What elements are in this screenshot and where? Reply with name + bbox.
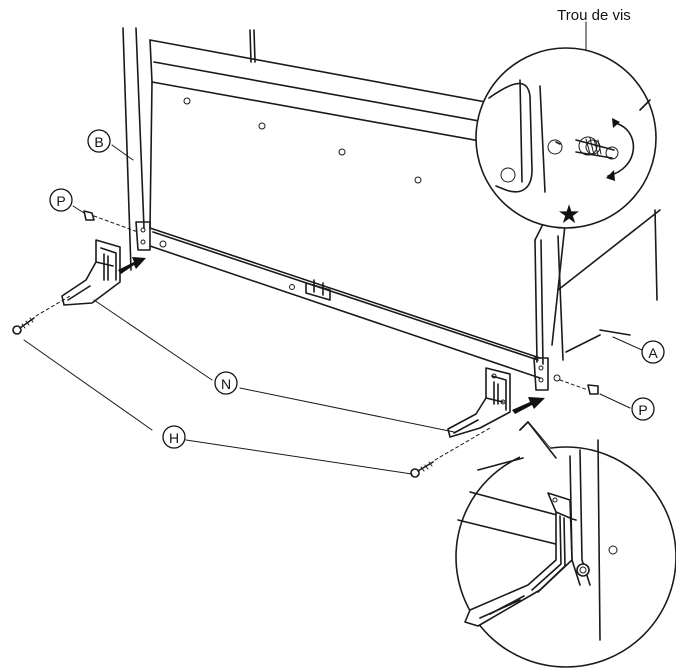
- label-h: H: [162, 425, 186, 449]
- panel-screws: [183, 97, 422, 184]
- screw-hole-detail: ★: [475, 47, 657, 346]
- svg-text:P: P: [56, 193, 65, 209]
- label-p-right: P: [631, 397, 655, 421]
- label-n: N: [214, 371, 238, 395]
- back-panel: [122, 27, 661, 391]
- left-pedal: [61, 239, 121, 306]
- pedal-detail: [455, 421, 676, 668]
- label-a: A: [641, 340, 665, 364]
- screw-hole-label: Trou de vis: [557, 7, 631, 24]
- wood-screw-left: [12, 295, 71, 335]
- svg-text:P: P: [638, 402, 647, 418]
- center-bracket: [305, 279, 331, 301]
- label-p-left: P: [49, 188, 73, 212]
- star-symbol: ★: [557, 199, 580, 229]
- screw-p-left: [83, 210, 139, 233]
- left-insert-arrow: [118, 257, 146, 274]
- label-b: B: [87, 129, 111, 153]
- svg-text:B: B: [94, 134, 103, 150]
- right-pedal: [447, 367, 511, 438]
- svg-text:H: H: [169, 430, 179, 446]
- leader-lines: [23, 21, 643, 475]
- svg-text:N: N: [221, 376, 231, 392]
- wood-screw-right: [410, 427, 491, 478]
- svg-text:A: A: [648, 345, 658, 361]
- screw-p-right: [559, 379, 599, 395]
- right-insert-arrow: [512, 397, 545, 414]
